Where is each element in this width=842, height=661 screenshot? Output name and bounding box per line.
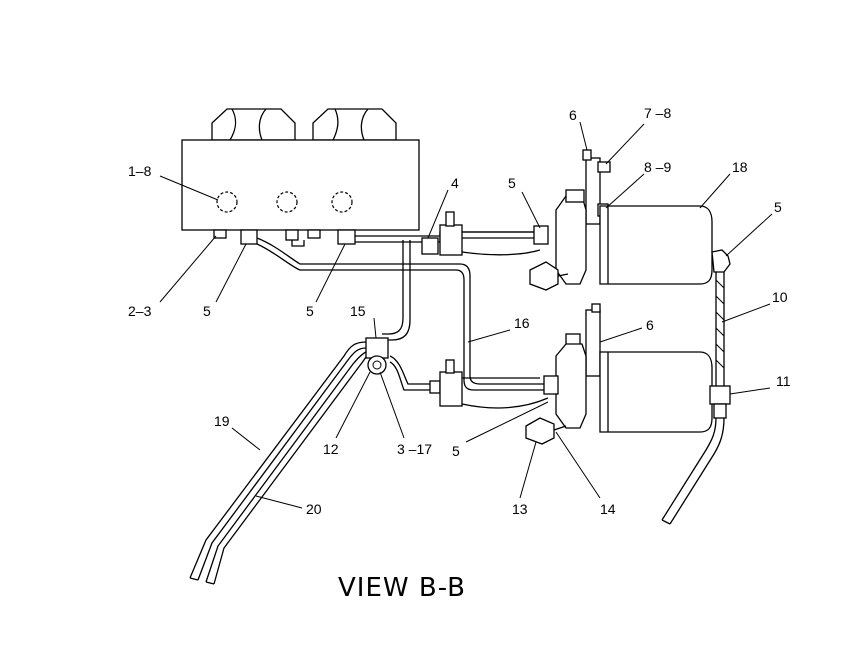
tubes-19-20 — [189, 341, 367, 585]
clamp-15 — [365, 337, 389, 375]
callout-labels: 1–8 2–3 5 5 4 5 6 7 –8 8 –9 18 5 10 15 1… — [128, 105, 791, 517]
callout-5: 5 — [306, 303, 314, 319]
callout-5: 5 — [452, 443, 460, 459]
callout-12: 12 — [323, 441, 339, 457]
callout-11: 11 — [776, 373, 791, 389]
lower-chamber — [525, 303, 713, 445]
callout-19: 19 — [214, 413, 230, 429]
lower-valve — [389, 355, 549, 409]
view-caption: VIEW B-B — [338, 573, 466, 603]
callout-6: 6 — [569, 107, 577, 123]
callout-5: 5 — [774, 199, 782, 215]
tube-main — [256, 237, 548, 391]
upper-chamber — [529, 149, 713, 291]
callout-20: 20 — [306, 501, 322, 517]
callout-14: 14 — [600, 501, 616, 517]
tube-10 — [661, 249, 731, 525]
callout-5: 5 — [203, 303, 211, 319]
callout-16: 16 — [514, 315, 530, 331]
callout-8-9: 8 –9 — [644, 159, 671, 175]
callout-1-8: 1–8 — [128, 163, 152, 179]
leader-lines — [159, 121, 773, 509]
callout-2-3: 2–3 — [128, 303, 152, 319]
upper-valve — [421, 211, 541, 256]
callout-6: 6 — [646, 317, 654, 333]
callout-3-17: 3 –17 — [397, 441, 432, 457]
callout-7-8: 7 –8 — [644, 105, 671, 121]
callout-13: 13 — [512, 501, 528, 517]
callout-5: 5 — [508, 175, 516, 191]
callout-18: 18 — [732, 159, 748, 175]
callout-4: 4 — [451, 175, 459, 191]
reservoir-block — [181, 108, 420, 247]
tube-vertical — [382, 240, 411, 341]
callout-10: 10 — [772, 289, 788, 305]
callout-15: 15 — [350, 303, 366, 319]
